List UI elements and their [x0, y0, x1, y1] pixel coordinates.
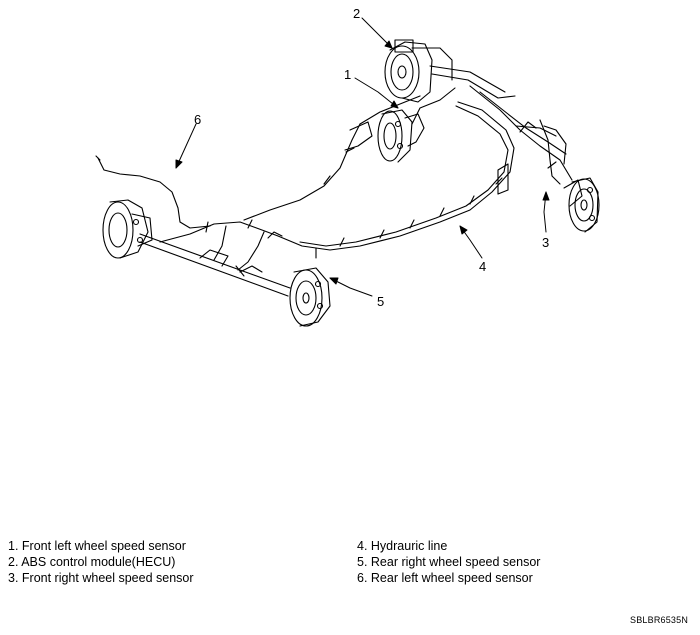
- legend-item-2: 2. ABS control module(HECU): [8, 555, 176, 569]
- callout-6: 6: [194, 112, 202, 127]
- callout-2: 2: [353, 6, 361, 21]
- legend-item-1: 1. Front left wheel speed sensor: [8, 539, 186, 553]
- legend-item-4: 4. Hydrauric line: [357, 539, 448, 553]
- hydraulic-lines: [159, 85, 573, 271]
- callout-5: 5: [377, 294, 385, 309]
- rear-left-brake: [102, 199, 153, 259]
- rear-right-brake: [289, 267, 331, 327]
- sensor-harness-rear-left: [95, 155, 211, 229]
- callout-leaders: [175, 17, 550, 297]
- legend-item-6: 6. Rear left wheel speed sensor: [357, 571, 533, 585]
- legend-right-column: 4. Hydrauric line 5. Rear right wheel sp…: [357, 538, 540, 586]
- callout-3: 3: [542, 235, 550, 250]
- legend-item-5: 5. Rear right wheel speed sensor: [357, 555, 541, 569]
- legend-item-3: 3. Front right wheel speed sensor: [8, 571, 194, 585]
- rear-axle: [139, 233, 291, 297]
- line-clips: [205, 121, 557, 277]
- sensor-harness-front-right: [539, 119, 567, 185]
- legend-left-column: 1. Front left wheel speed sensor 2. ABS …: [8, 538, 194, 586]
- abs-control-module: [384, 39, 516, 103]
- callout-1: 1: [344, 67, 352, 82]
- callout-4: 4: [479, 259, 487, 274]
- front-right-brake: [563, 177, 600, 233]
- front-left-brake: [344, 109, 425, 163]
- abs-layout-drawing: [95, 17, 600, 327]
- figure-code: SBLBR6535N: [630, 615, 689, 625]
